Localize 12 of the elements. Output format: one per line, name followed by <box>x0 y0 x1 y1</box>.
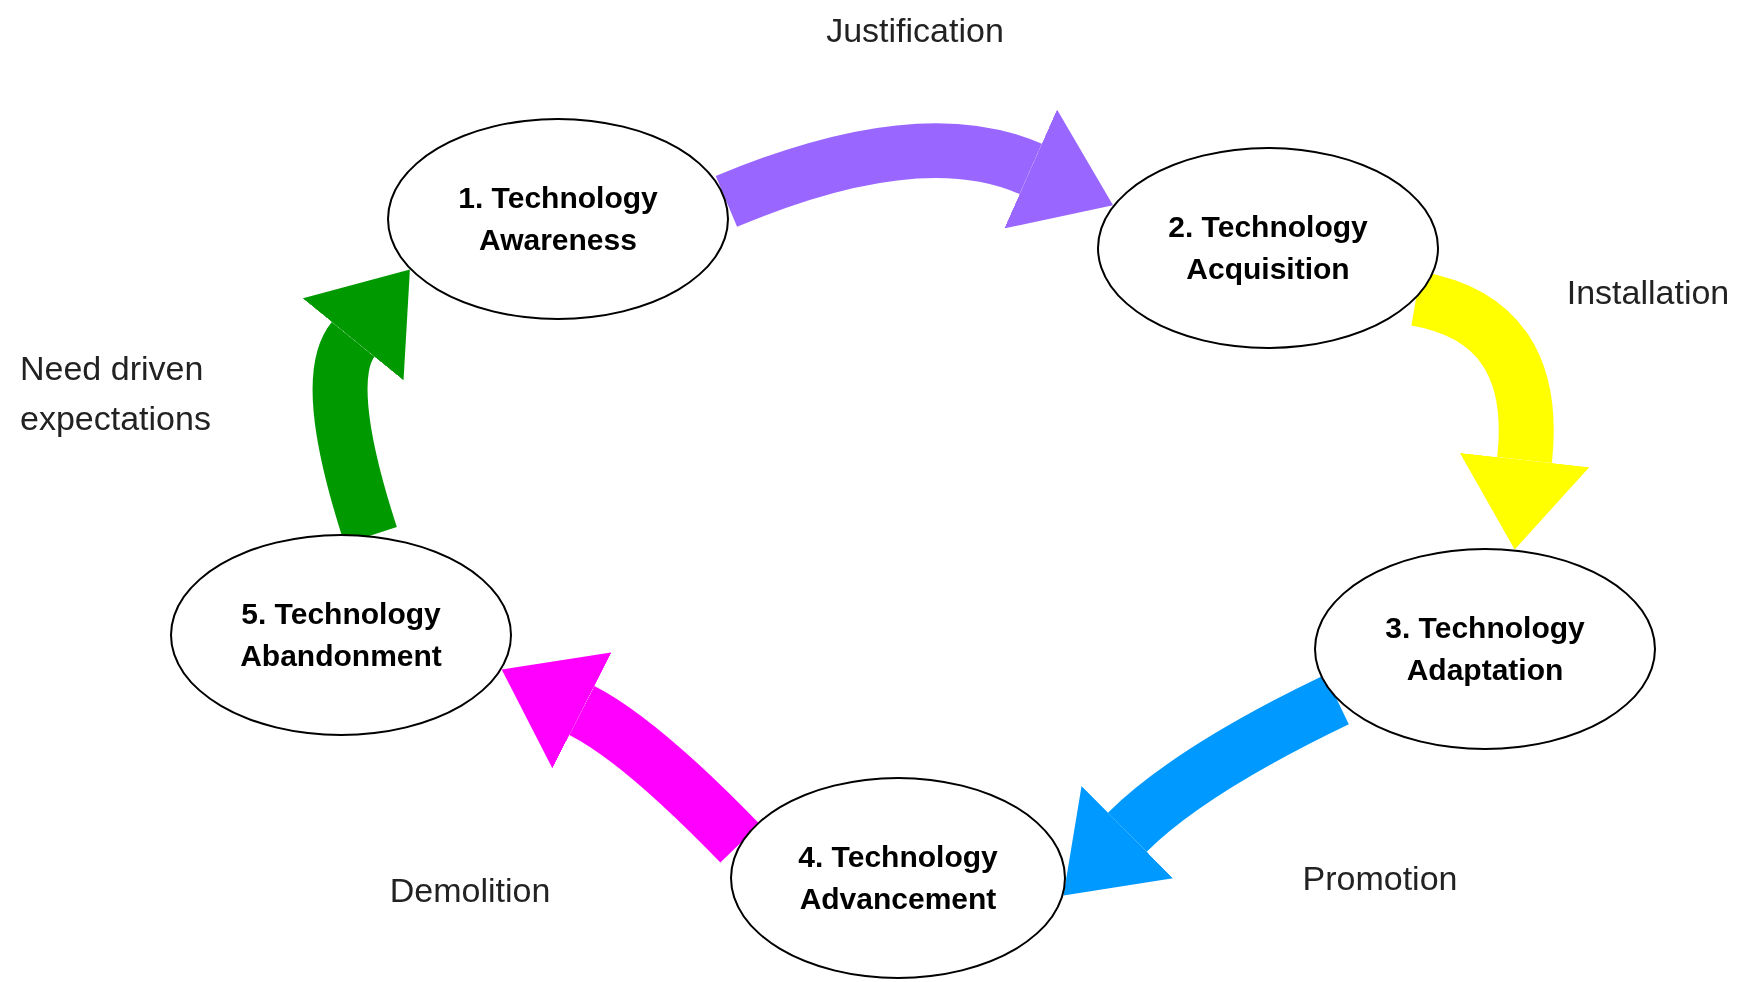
stage-label: 2. Technology Acquisition <box>1167 209 1369 287</box>
stage-label: 1. Technology Awareness <box>457 180 659 258</box>
edge-label: Need driven expectations <box>20 348 212 439</box>
stage-label: 3. Technology Adaptation <box>1384 610 1586 688</box>
edge-label: Installation <box>1565 272 1731 313</box>
block-arrow <box>1410 271 1590 550</box>
stage-label: 4. Technology Advancement <box>797 839 999 917</box>
edge-label: Promotion <box>1301 858 1459 899</box>
edge-label: Justification <box>825 10 1005 51</box>
edge-label: Demolition <box>388 870 552 911</box>
block-arrow <box>716 108 1115 230</box>
stage-label: 5. Technology Abandonment <box>239 596 443 674</box>
